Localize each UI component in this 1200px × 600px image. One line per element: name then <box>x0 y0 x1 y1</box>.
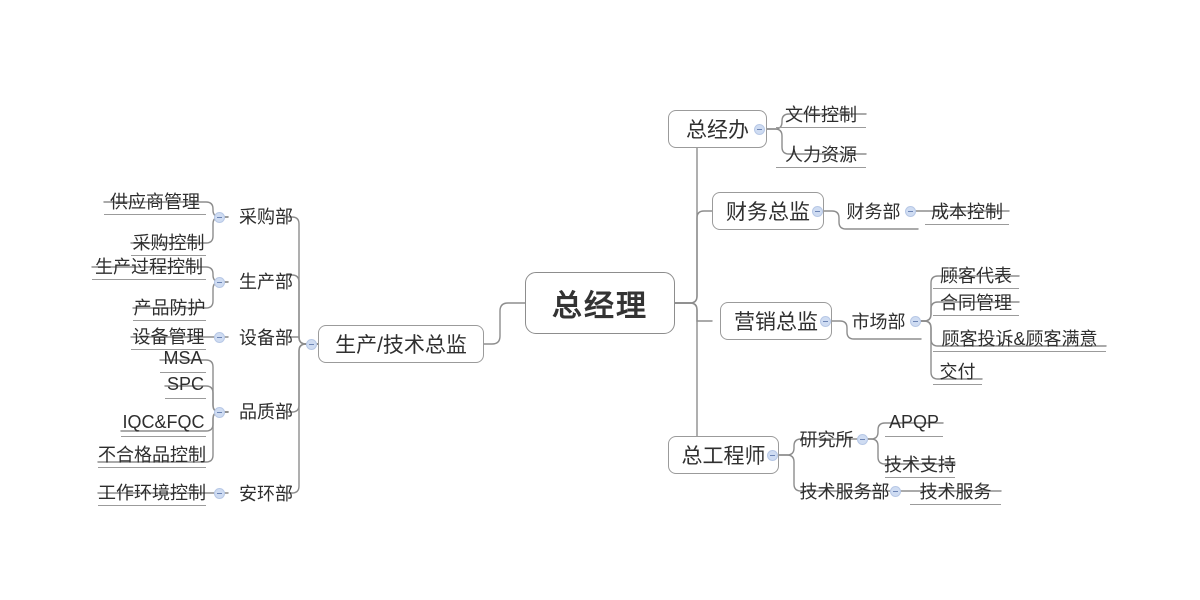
node-label: 合同管理 <box>940 292 1012 313</box>
node-product-protection[interactable]: 产品防护 <box>133 294 206 321</box>
toggle-research-institute[interactable] <box>857 434 868 445</box>
node-market-department[interactable]: 市场部 <box>841 308 916 335</box>
node-customer-representative[interactable]: 顾客代表 <box>933 262 1019 289</box>
node-cost-control[interactable]: 成本控制 <box>925 198 1009 225</box>
node-safety-environment-department[interactable]: 安环部 <box>228 479 304 508</box>
toggle-safety-environment-department[interactable] <box>214 488 225 499</box>
node-equipment-department[interactable]: 设备部 <box>228 323 304 352</box>
toggle-general-managers-office[interactable] <box>754 124 765 135</box>
toggle-equipment-department[interactable] <box>214 332 225 343</box>
node-apqp[interactable]: APQP <box>885 410 943 437</box>
node-label: 品质部 <box>239 402 293 422</box>
node-supplier-management[interactable]: 供应商管理 <box>104 188 206 215</box>
node-label: 文件控制 <box>785 104 857 125</box>
toggle-technical-service-department[interactable] <box>890 486 901 497</box>
toggle-marketing-director[interactable] <box>820 316 831 327</box>
node-technical-service-department[interactable]: 技术服务部 <box>798 478 891 505</box>
node-technical-service[interactable]: 技术服务 <box>910 478 1001 505</box>
node-work-environment-control[interactable]: 工作环境控制 <box>98 479 206 506</box>
toggle-quality-department[interactable] <box>214 407 225 418</box>
node-label: 人力资源 <box>785 144 857 165</box>
node-label: 工作环境控制 <box>98 482 206 503</box>
node-label: 技术服务部 <box>799 482 890 502</box>
node-label: 生产/技术总监 <box>335 334 467 357</box>
node-label: IQC&FQC <box>122 412 205 432</box>
node-label: 技术服务 <box>919 481 992 502</box>
node-label: 市场部 <box>851 312 906 332</box>
node-label: 生产部 <box>239 272 293 292</box>
root-node-general-manager[interactable]: 总经理 <box>525 272 675 334</box>
node-nonconforming-product-control[interactable]: 不合格品控制 <box>98 441 206 468</box>
node-marketing-director[interactable]: 营销总监 <box>720 302 832 340</box>
node-production-department[interactable]: 生产部 <box>228 267 304 296</box>
node-label: 产品防护 <box>133 297 206 318</box>
node-label: 不合格品控制 <box>98 444 206 465</box>
node-msa[interactable]: MSA <box>160 346 206 373</box>
node-label: 采购部 <box>239 207 293 227</box>
node-quality-department[interactable]: 品质部 <box>228 397 304 426</box>
node-label: 设备管理 <box>132 326 205 347</box>
node-finance-director[interactable]: 财务总监 <box>712 192 824 230</box>
node-spc[interactable]: SPC <box>165 372 206 399</box>
node-label: 研究所 <box>799 430 854 450</box>
node-human-resources[interactable]: 人力资源 <box>776 141 866 168</box>
node-document-control[interactable]: 文件控制 <box>776 101 866 128</box>
node-research-institute[interactable]: 研究所 <box>790 426 863 453</box>
node-label: MSA <box>163 348 203 368</box>
node-purchasing-department[interactable]: 采购部 <box>228 202 304 231</box>
toggle-production-department[interactable] <box>214 277 225 288</box>
node-label: 营销总监 <box>734 311 818 334</box>
toggle-purchasing-department[interactable] <box>214 212 225 223</box>
node-label: 总工程师 <box>681 445 766 468</box>
node-label: 供应商管理 <box>110 191 200 212</box>
node-label: 采购控制 <box>132 232 205 253</box>
node-label: 财务总监 <box>726 201 810 224</box>
node-chief-engineer[interactable]: 总工程师 <box>668 436 779 474</box>
toggle-finance-department[interactable] <box>905 206 916 217</box>
node-customer-complaint-satisfaction[interactable]: 顾客投诉&顾客满意 <box>933 325 1106 352</box>
node-equipment-management[interactable]: 设备管理 <box>131 323 206 350</box>
node-label: 成本控制 <box>931 201 1003 222</box>
node-purchasing-control[interactable]: 采购控制 <box>131 229 206 256</box>
toggle-market-department[interactable] <box>910 316 921 327</box>
node-general-managers-office[interactable]: 总经办 <box>668 110 767 148</box>
node-label: 安环部 <box>239 484 293 504</box>
node-label: 交付 <box>939 361 976 382</box>
node-label: 顾客投诉&顾客满意 <box>941 328 1098 349</box>
node-label: 顾客代表 <box>940 265 1012 286</box>
root-node-label: 总经理 <box>552 290 648 323</box>
node-technical-support[interactable]: 技术支持 <box>884 451 956 478</box>
node-iqc-fqc[interactable]: IQC&FQC <box>121 410 206 437</box>
node-label: 生产过程控制 <box>95 256 203 277</box>
node-delivery[interactable]: 交付 <box>933 358 982 385</box>
toggle-finance-director[interactable] <box>812 206 823 217</box>
node-production-technical-director[interactable]: 生产/技术总监 <box>318 325 484 363</box>
node-label: APQP <box>888 412 940 432</box>
node-label: 财务部 <box>846 202 901 222</box>
node-label: 总经办 <box>686 119 749 142</box>
node-production-process-control[interactable]: 生产过程控制 <box>92 253 206 280</box>
node-label: SPC <box>166 374 204 394</box>
node-contract-management[interactable]: 合同管理 <box>933 289 1019 316</box>
node-label: 设备部 <box>239 328 293 348</box>
node-label: 技术支持 <box>884 454 956 475</box>
toggle-chief-engineer[interactable] <box>767 450 778 461</box>
toggle-production-technical-director[interactable] <box>306 339 317 350</box>
node-finance-department[interactable]: 财务部 <box>836 198 911 225</box>
